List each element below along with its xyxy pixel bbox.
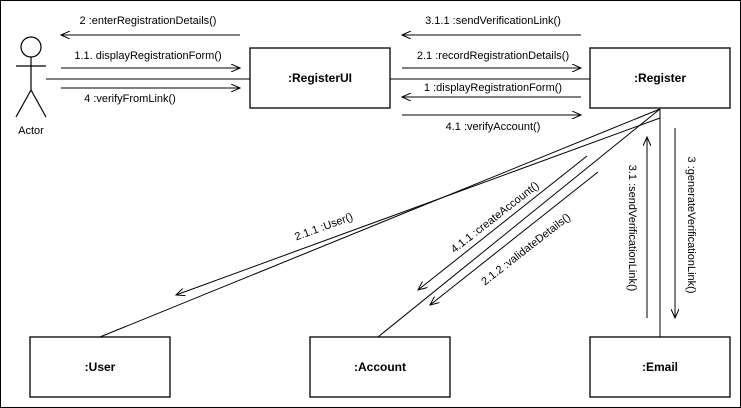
email-label: :Email <box>642 360 678 374</box>
arrow-validate-details <box>430 171 599 305</box>
msg-verify-account: 4.1 :verifyAccount() <box>446 121 541 133</box>
account-label: :Account <box>354 360 406 374</box>
msg-send-link-ui: 3.1.1 :sendVerificationLink() <box>425 15 561 27</box>
link-register-user <box>99 108 661 338</box>
user-label: :User <box>85 360 116 374</box>
registerui-label: :RegisterUI <box>288 71 352 85</box>
msg-verify-from-link: 4 :verifyFromLink() <box>84 93 176 105</box>
actor-label: Actor <box>18 125 44 137</box>
arrow-create-user <box>176 117 661 295</box>
user-object[interactable]: :User <box>29 336 171 398</box>
msg-display-form-actor: 1.1. displayRegistrationForm() <box>74 50 221 62</box>
msg-record-details: 2.1 :recordRegistrationDetails() <box>417 50 569 62</box>
arrow-create-account <box>418 155 588 290</box>
actor-icon[interactable] <box>15 36 47 118</box>
link-register-account <box>377 108 661 338</box>
register-object[interactable]: :Register <box>589 47 731 109</box>
registerui-object[interactable]: :RegisterUI <box>249 47 391 109</box>
msg-enter-registration: 2 :enterRegistrationDetails() <box>80 15 217 27</box>
msg-generate-link: 3 :generateVerificationLink() <box>685 157 697 294</box>
account-object[interactable]: :Account <box>309 336 451 398</box>
msg-send-link-register: 3.1 :sendVerificationLink() <box>626 165 638 292</box>
email-object[interactable]: :Email <box>589 336 731 398</box>
register-label: :Register <box>634 71 686 85</box>
msg-display-form-ui: 1 :displayRegistrationForm() <box>424 82 562 94</box>
